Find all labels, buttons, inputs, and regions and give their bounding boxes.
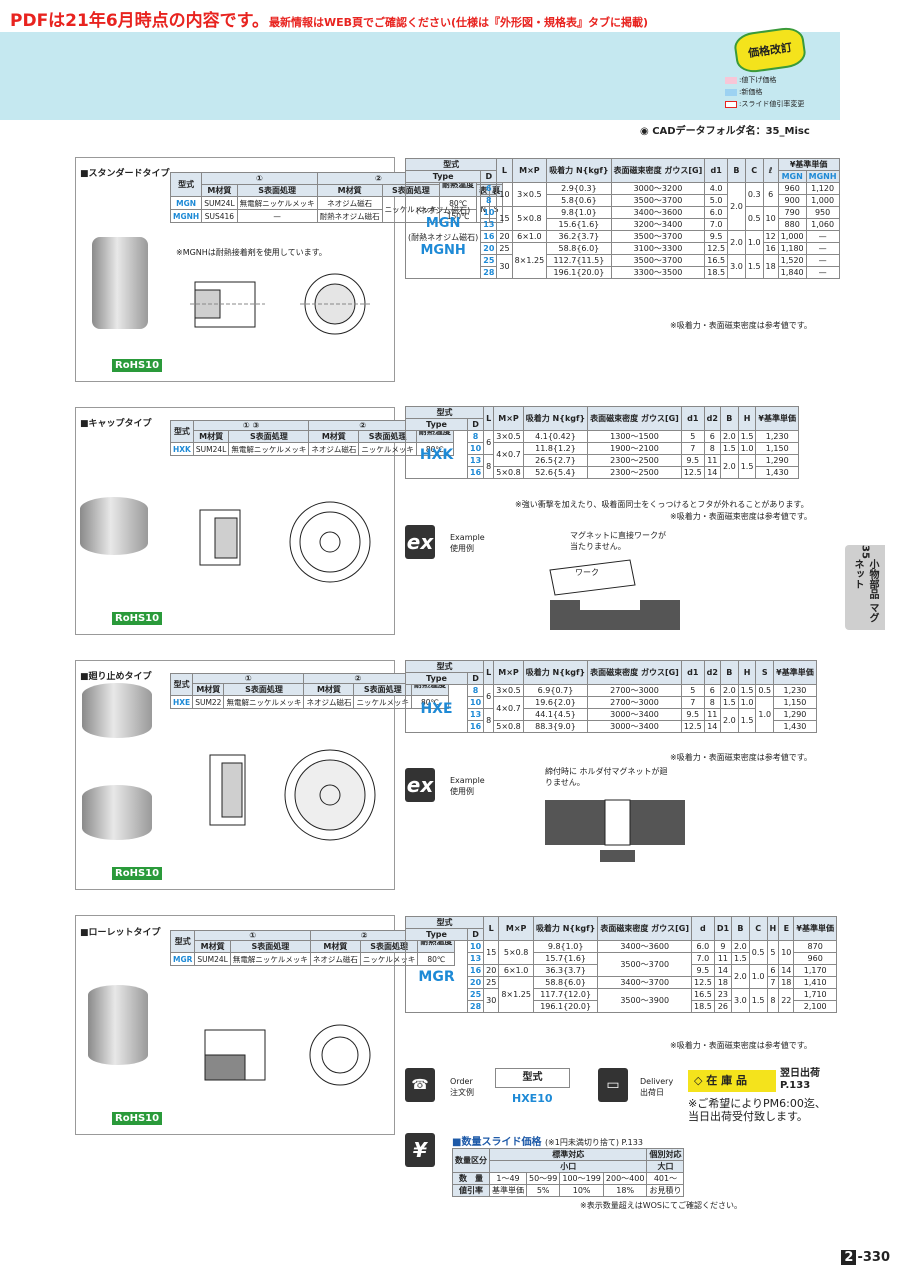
example-caption: マグネットに直接ワークが当たりません。 (570, 531, 666, 551)
notice-sub: 最新情報はWEB頁でご確認ください(仕様は『外形図・規格表』タブに掲載) (268, 16, 649, 29)
section-side-tab[interactable]: 35 小物部品 マグネット (845, 545, 885, 630)
technical-drawing (199, 501, 371, 583)
example-drawing (545, 799, 685, 862)
product-image (80, 497, 148, 555)
work-label: ワーク (575, 568, 599, 577)
yen-icon: ¥ (405, 1133, 435, 1167)
product-image (92, 237, 148, 329)
phone-icon: ☎ (405, 1068, 435, 1102)
rohs-badge: RoHS10 (112, 1112, 163, 1125)
quantity-title: ■数量スライド価格 (※1円未満切り捨て) P.133 (452, 1137, 643, 1148)
cad-folder: ◉ CADデータフォルダ名：35_Misc (640, 126, 810, 137)
material-note: ※MGNHは耐熱接着剤を使用しています。 (176, 248, 327, 257)
truck-icon: ▭ (598, 1068, 628, 1102)
product-image (88, 985, 148, 1065)
quantity-note: ※表示数量超えはWOSにてご確認ください。 (580, 1201, 742, 1210)
stock-badge: ◇ 在 庫 品 (688, 1070, 776, 1092)
legend-item: :スライド値引率変更 (725, 99, 804, 109)
spec-note: ※強い衝撃を加えたり、吸着面同士をくっつけるとフタが外れることがあります。 (515, 500, 809, 509)
legend-item: :新価格 (725, 87, 762, 97)
section-title: ■廻り止めタイプ (80, 672, 152, 682)
spec-note: ※吸着力・表面磁束密度は参考値です。 (670, 512, 812, 521)
header-banner (0, 32, 840, 120)
section-title: ■キャップタイプ (80, 419, 152, 429)
rohs-badge: RoHS10 (112, 612, 163, 625)
section-title: ■ローレットタイプ (80, 928, 161, 938)
example-icon: ex (405, 768, 435, 802)
notice-main: PDFは21年6月時点の内容です。 (10, 11, 269, 31)
page-number: 2-330 (841, 1250, 890, 1265)
section-title: ■スタンダードタイプ (80, 169, 170, 179)
pdf-notice: PDFは21年6月時点の内容です。最新情報はWEB頁でご確認ください(仕様は『外… (10, 6, 648, 31)
example-drawing (549, 559, 680, 630)
spec-note: ※吸着力・表面磁束密度は参考値です。 (670, 753, 812, 762)
technical-drawing (209, 749, 376, 841)
product-image (82, 683, 152, 738)
example-caption: 締付時に ホルダ付マグネットが廻りません。 (545, 767, 668, 787)
spec-note: ※吸着力・表面磁束密度は参考値です。 (670, 1041, 812, 1050)
technical-drawing (190, 273, 370, 335)
rohs-badge: RoHS10 (112, 359, 163, 372)
order-example: HXE10 (512, 1092, 553, 1105)
legend-item: :値下げ価格 (725, 75, 776, 85)
technical-drawing (204, 1024, 371, 1086)
order-head: 型式 (495, 1068, 570, 1088)
rohs-badge: RoHS10 (112, 867, 163, 880)
product-image (82, 785, 152, 840)
spec-note: ※吸着力・表面磁束密度は参考値です。 (670, 321, 812, 330)
delivery-note: ※ご希望によりPM6:00迄、当日出荷受付致します。 (688, 1097, 826, 1123)
example-icon: ex (405, 525, 435, 559)
